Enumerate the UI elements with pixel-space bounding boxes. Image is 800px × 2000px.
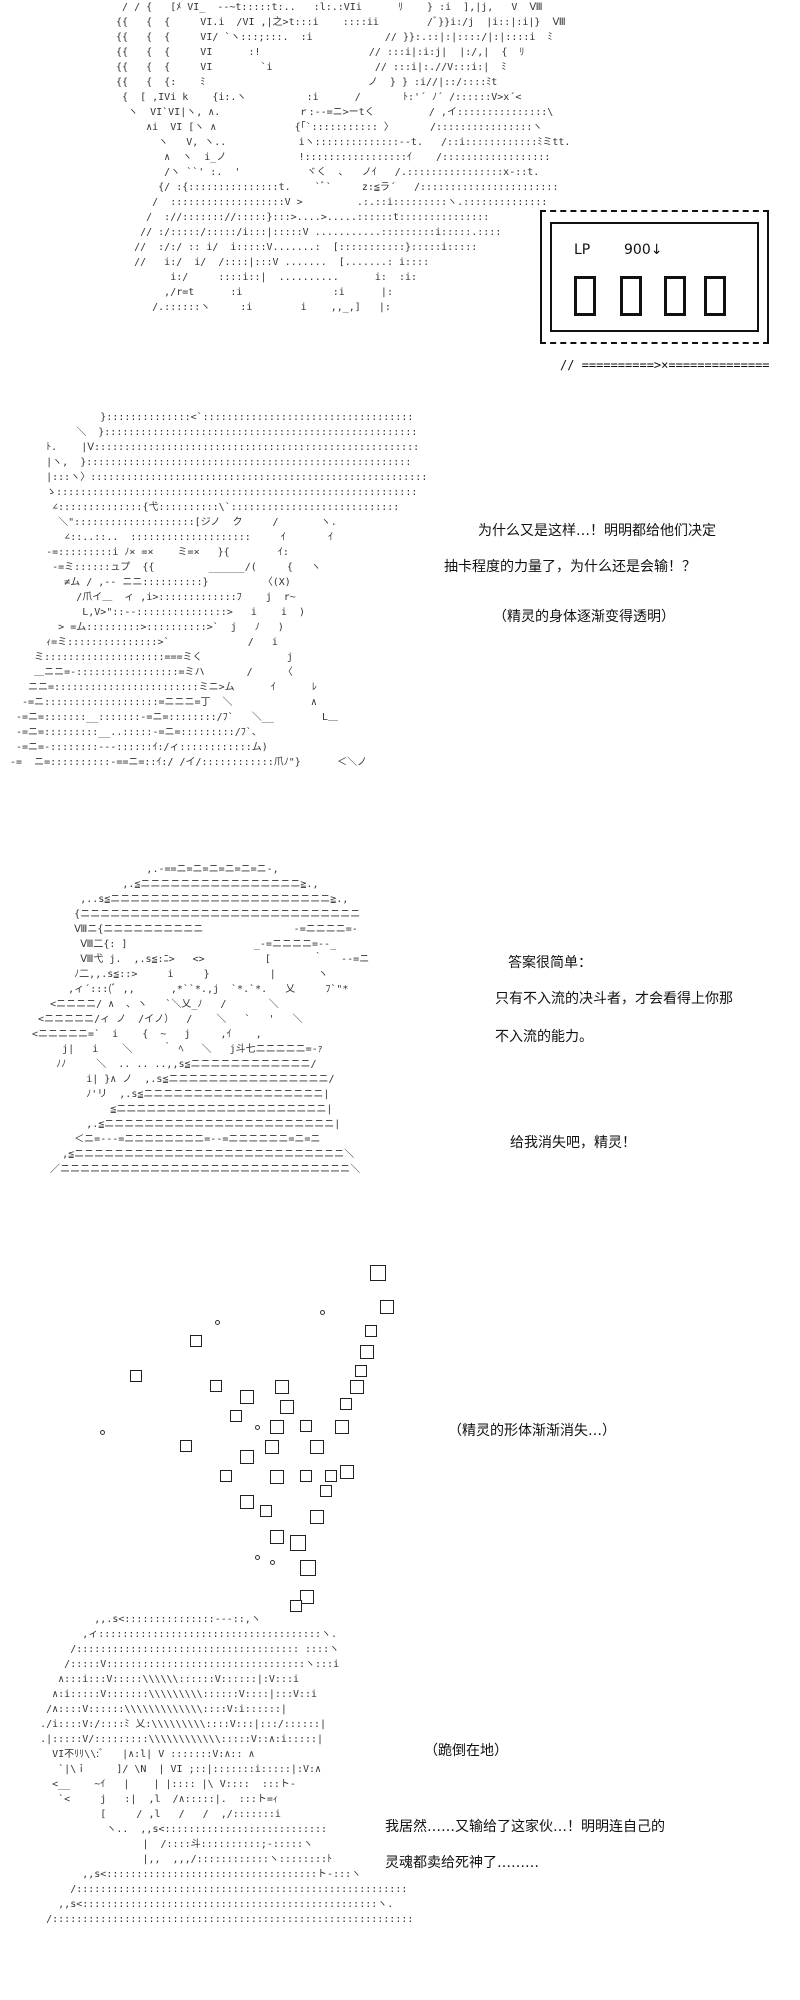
dialogue-line: 给我消失吧，精灵！ — [510, 1135, 636, 1151]
particle-square — [240, 1450, 254, 1464]
particle-square — [240, 1390, 254, 1404]
particle-square — [190, 1335, 202, 1347]
particle-square — [220, 1470, 232, 1482]
particle-square — [300, 1590, 314, 1604]
lp-label: LP — [574, 242, 591, 258]
arrow-line: // ==========>×============== — [560, 358, 770, 372]
dialogue-line: 灵魂都卖给死神了……… — [385, 1855, 539, 1871]
dialogue-line: 为什么又是这样…！明明都给他们决定 — [478, 523, 716, 539]
particle-square — [210, 1380, 222, 1392]
particle-square — [350, 1380, 364, 1394]
lp-value: 900↓ — [624, 242, 663, 258]
particle-square — [270, 1530, 284, 1544]
particle-square — [290, 1535, 306, 1551]
particle-square — [260, 1505, 272, 1517]
particle-square — [320, 1485, 332, 1497]
particle-square — [130, 1370, 142, 1382]
lp-digit — [574, 276, 596, 316]
dialogue-line: 不入流的能力。 — [495, 1029, 593, 1045]
life-points-box: LP 900↓ — [540, 210, 769, 344]
particle-square — [335, 1420, 349, 1434]
particle-square — [300, 1560, 316, 1576]
particle-square — [300, 1420, 312, 1432]
particle-square — [360, 1345, 374, 1359]
particle-square — [370, 1265, 386, 1281]
particle-square — [300, 1470, 312, 1482]
particle-square — [180, 1440, 192, 1452]
particle-dot — [255, 1555, 260, 1560]
particle-dot — [255, 1425, 260, 1430]
particle-square — [290, 1600, 302, 1612]
particle-square — [270, 1470, 284, 1484]
particle-square — [310, 1440, 324, 1454]
particle-square — [365, 1325, 377, 1337]
particle-square — [310, 1510, 324, 1524]
ascii-art-panel-3: ,.-==ニ=ニ=ニ=ニ=ニ=ニ-, ,.≦ニニニニニニニニニニニニニニニニ≧.… — [32, 864, 370, 1175]
lp-digit — [620, 276, 642, 316]
ascii-art-panel-1: / / { [ﾒ VI_ --~t:::::t:.. :l:.:VIi ﾘ } … — [116, 2, 571, 313]
particle-square — [340, 1398, 352, 1410]
dialogue-line: 抽卡程度的力量了，为什么还是会输！？ — [444, 559, 696, 575]
ascii-art-panel-5: ,,.s<:::::::::::::::-‐-::,ヽ ,ィ::::::::::… — [40, 1614, 414, 1925]
particle-square — [355, 1365, 367, 1377]
narration-text: （跪倒在地） — [424, 1743, 508, 1759]
particle-square — [240, 1495, 254, 1509]
particle-square — [325, 1470, 337, 1482]
dialogue-line: 答案很简单： — [508, 955, 592, 971]
particle-square — [270, 1420, 284, 1434]
particle-square — [340, 1465, 354, 1479]
ascii-art-panel-2: }::::::::::::::<`:::::::::::::::::::::::… — [10, 412, 428, 768]
narration-text: （精灵的形体渐渐消失…） — [448, 1423, 616, 1439]
particle-dot — [320, 1310, 325, 1315]
narration-text: （精灵的身体逐渐变得透明） — [493, 609, 675, 625]
particle-square — [380, 1300, 394, 1314]
lp-digit — [704, 276, 726, 316]
particle-dot — [270, 1560, 275, 1565]
dialogue-line: 我居然……又输给了这家伙…！明明连自己的 — [385, 1819, 665, 1835]
dialogue-line: 只有不入流的决斗者，才会看得上你那 — [495, 991, 733, 1007]
particle-square — [230, 1410, 242, 1422]
particle-square — [280, 1400, 294, 1414]
particle-dot — [215, 1320, 220, 1325]
particle-dot — [100, 1430, 105, 1435]
lp-digit — [664, 276, 686, 316]
particle-square — [275, 1380, 289, 1394]
particle-square — [265, 1440, 279, 1454]
